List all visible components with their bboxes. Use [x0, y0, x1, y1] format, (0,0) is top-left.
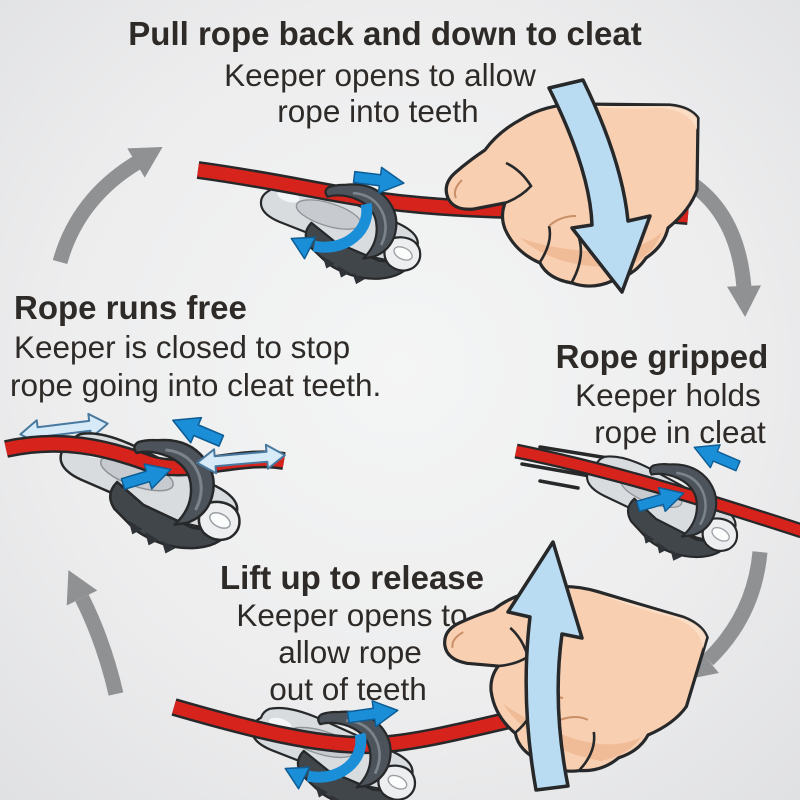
- cycle-arrow-bottom-to-left: [53, 562, 124, 696]
- step-pull-subtitle-line-2: rope into teeth: [277, 93, 478, 129]
- step-pull-section: Pull rope back and down to cleat Keeper …: [128, 15, 700, 294]
- step-free-subtitle-line-1: Keeper is closed to stop: [14, 329, 350, 365]
- step-gripped-section: Rope gripped Keeper holds rope in cleat: [514, 338, 800, 574]
- step-gripped-title: Rope gripped: [556, 338, 769, 375]
- step-pull-subtitle-line-1: Keeper opens to allow: [224, 57, 536, 93]
- speed-lines-icon: [520, 445, 616, 490]
- rope-right: [514, 443, 800, 539]
- step-free-subtitle-line-2: rope going into cleat teeth.: [10, 367, 381, 403]
- step-release-title: Lift up to release: [220, 559, 484, 596]
- step-gripped-subtitle-line-1: Keeper holds: [575, 377, 761, 413]
- step-release-subtitle-line-3: out of teeth: [269, 671, 427, 707]
- lift-up-motion-arrow-icon: [506, 540, 584, 792]
- cleat-illustration-right: [514, 435, 800, 574]
- keeper-swirl-arrow-icon: [306, 732, 367, 783]
- step-pull-title: Pull rope back and down to cleat: [128, 15, 641, 52]
- cycle-arrow-right-to-bottom: [673, 551, 768, 693]
- step-gripped-subtitle-line-2: rope in cleat: [594, 414, 766, 450]
- step-release-subtitle-line-1: Keeper opens to: [236, 597, 467, 633]
- step-free-section: Rope runs free Keeper is closed to stop …: [4, 289, 381, 567]
- step-release-subtitle-line-2: allow rope: [278, 634, 422, 670]
- cycle-arrow-left-to-top: [52, 132, 172, 265]
- cleat-illustration-left: [4, 406, 287, 567]
- pull-down-motion-arrow-icon: [547, 78, 652, 294]
- step-release-section: Lift up to release Keeper opens to allow…: [171, 540, 713, 800]
- step-free-title: Rope runs free: [14, 289, 247, 326]
- keeper-swirl-arrow-icon: [312, 202, 373, 253]
